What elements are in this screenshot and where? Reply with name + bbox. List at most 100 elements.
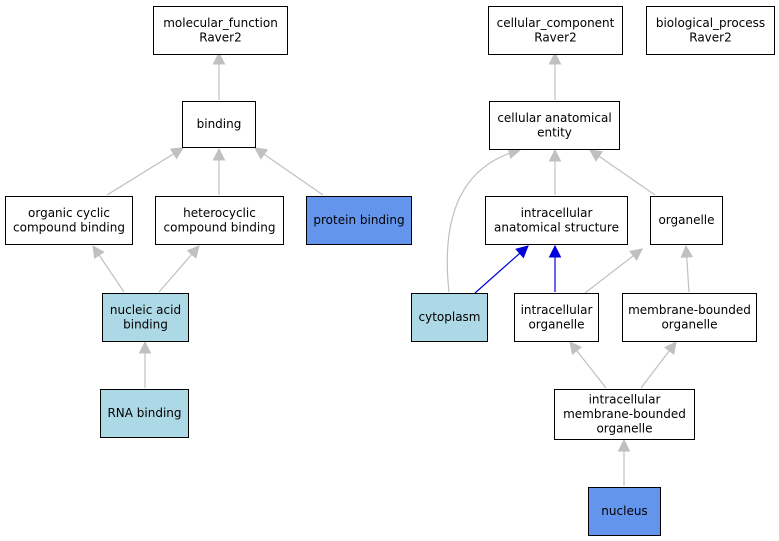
node-box <box>411 293 488 342</box>
edge-nucleic-acid-binding-to-heterocyclic-compound-binding <box>158 245 200 293</box>
edge-binding-to-molecular-function <box>212 51 226 100</box>
edge-organic-cyclic-compound-binding-to-binding <box>106 147 184 196</box>
node-box <box>650 196 723 245</box>
arrowhead <box>664 341 677 355</box>
arrowhead <box>629 248 643 262</box>
arrowhead <box>92 245 105 260</box>
edge-membrane-bounded-organelle-to-organelle <box>680 244 694 293</box>
node-label-line: Raver2 <box>534 30 576 44</box>
node-label-line: Raver2 <box>199 30 241 44</box>
edge-line <box>446 149 521 293</box>
arrowhead <box>186 245 200 259</box>
edge-intracellular-membrane-bounded-organelle-to-membrane-bounded-organelle <box>640 341 677 389</box>
edge-nucleus-to-intracellular-membrane-bounded-organelle <box>617 438 631 486</box>
node-box <box>485 196 628 245</box>
arrowhead <box>515 245 529 259</box>
node-label-line: nucleus <box>601 504 647 518</box>
node-label-line: compound binding <box>164 220 276 234</box>
node-box <box>514 293 599 342</box>
edge-line <box>254 147 324 196</box>
edge-cellular-anatomical-entity-to-cellular-component <box>548 51 562 100</box>
node-label-line: organelle <box>661 317 717 331</box>
edge-line <box>589 149 656 196</box>
node-label-line: RNA binding <box>107 406 181 420</box>
edge-rna-binding-to-nucleic-acid-binding <box>138 340 152 388</box>
node-label-line: intracellular <box>521 303 593 317</box>
edge-protein-binding-to-binding <box>254 147 324 196</box>
node-box <box>100 389 189 438</box>
node-label-line: organelle <box>528 317 584 331</box>
node-box <box>153 6 288 55</box>
node-label-line: molecular_function <box>163 16 278 30</box>
node-label-line: binding <box>123 317 168 331</box>
edge-organelle-to-cellular-anatomical-entity <box>589 149 656 196</box>
arrowhead <box>138 340 152 354</box>
arrowhead <box>548 148 562 162</box>
node-box <box>588 487 661 536</box>
node-label-line: organic cyclic <box>28 206 110 220</box>
edges-layer <box>92 51 694 486</box>
node-box <box>488 6 623 55</box>
node-box <box>489 101 620 150</box>
edge-line <box>584 248 643 294</box>
node-box <box>554 389 695 440</box>
node-label-line: cellular_component <box>497 16 615 30</box>
node-organelle[interactable]: organelle <box>650 196 723 245</box>
edge-intracellular-membrane-bounded-organelle-to-intracellular-organelle <box>569 341 607 389</box>
node-box <box>182 101 256 148</box>
node-box <box>622 293 757 342</box>
edge-intracellular-anatomical-structure-to-cellular-anatomical-entity <box>548 148 562 195</box>
edge-nucleic-acid-binding-to-organic-cyclic-compound-binding <box>92 245 125 293</box>
arrowhead <box>569 341 583 355</box>
node-binding[interactable]: binding <box>182 101 256 148</box>
arrowhead <box>212 147 226 161</box>
arrowhead <box>548 244 562 258</box>
edge-line <box>106 147 184 196</box>
arrowhead <box>680 244 694 258</box>
node-label-line: protein binding <box>313 213 404 227</box>
edge-intracellular-organelle-to-intracellular-anatomical-structure <box>548 244 562 292</box>
node-label-line: organelle <box>658 213 714 227</box>
node-label-line: biological_process <box>656 16 765 30</box>
edge-cytoplasm-to-intracellular-anatomical-structure <box>474 245 529 294</box>
node-label-line: membrane-bounded <box>563 407 686 421</box>
node-label-line: cytoplasm <box>419 310 481 324</box>
node-label-line: heterocyclic <box>183 206 256 220</box>
node-label-line: membrane-bounded <box>628 303 751 317</box>
node-box <box>5 196 133 245</box>
node-box <box>155 196 284 245</box>
node-label-line: cellular anatomical <box>497 111 611 125</box>
node-label-line: Raver2 <box>689 30 731 44</box>
node-cytoplasm[interactable]: cytoplasm <box>411 293 488 342</box>
edge-line <box>474 245 529 294</box>
edge-intracellular-organelle-to-organelle <box>584 248 643 294</box>
edge-heterocyclic-compound-binding-to-binding <box>212 147 226 195</box>
arrowhead <box>548 51 562 65</box>
node-box <box>646 6 775 55</box>
node-label-line: intracellular <box>589 393 661 407</box>
arrowhead <box>212 51 226 65</box>
node-box <box>102 293 189 342</box>
node-protein-binding[interactable]: protein binding <box>306 196 412 245</box>
node-label-line: anatomical structure <box>494 220 619 234</box>
node-label-line: nucleic acid <box>110 303 181 317</box>
node-nucleus[interactable]: nucleus <box>588 487 661 536</box>
node-label-line: binding <box>197 117 242 131</box>
node-rna-binding[interactable]: RNA binding <box>100 389 189 438</box>
arrowhead <box>254 147 269 160</box>
node-label-line: compound binding <box>13 220 125 234</box>
arrowhead <box>617 438 631 452</box>
arrowhead <box>169 147 184 160</box>
